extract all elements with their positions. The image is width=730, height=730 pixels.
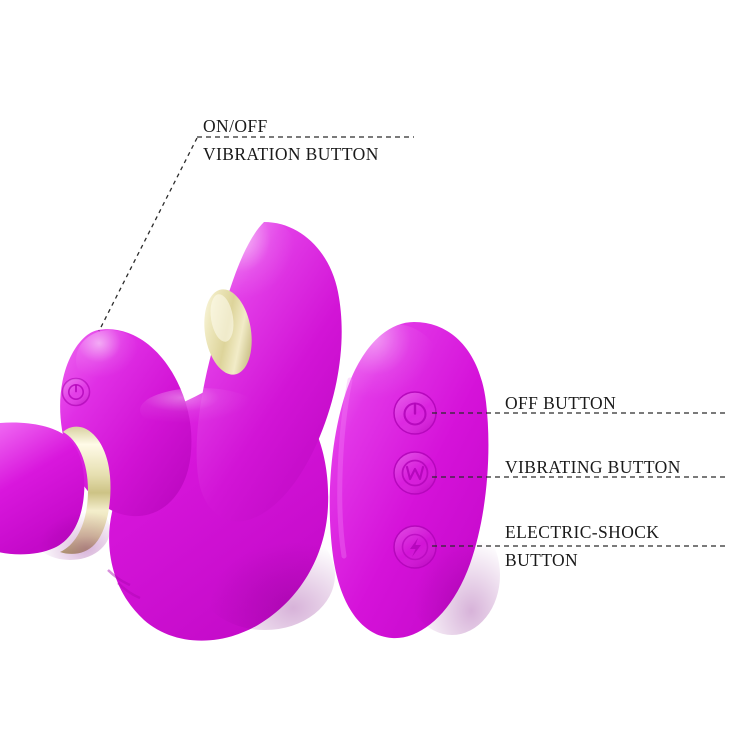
remote-wave-button[interactable] — [393, 451, 437, 495]
callout-off-button: OFF BUTTON — [505, 393, 617, 413]
remote-edge-highlight — [337, 377, 353, 559]
wave-w-icon — [405, 465, 425, 481]
vibrator-body — [0, 216, 342, 641]
remote-power-button[interactable] — [393, 391, 437, 435]
lobe-gloss — [76, 330, 144, 390]
body-seam-mark-2 — [117, 582, 141, 600]
tail-shade — [30, 500, 110, 560]
head-gloss — [210, 216, 302, 320]
remote-control — [329, 322, 500, 639]
wave-w-icon-ring — [401, 459, 429, 487]
callout-electric-shock-line2: BUTTON — [505, 550, 579, 570]
body-seam-mark-1 — [107, 569, 131, 587]
lightning-icon — [410, 538, 421, 557]
body-power-button[interactable] — [61, 377, 91, 407]
leader-on-off-diagonal — [98, 137, 198, 332]
remote-bolt-button[interactable] — [393, 525, 437, 569]
callout-vibrating-button: VIBRATING BUTTON — [505, 457, 681, 477]
callout-on-off-line2: VIBRATION BUTTON — [203, 144, 379, 164]
callout-electric-shock-line1: ELECTRIC-SHOCK — [505, 522, 660, 542]
lower-arm-gloss — [140, 388, 260, 432]
lightning-icon-ring — [401, 533, 429, 561]
lower-arm-shade — [195, 520, 335, 630]
callout-on-off-line1: ON/OFF — [203, 116, 268, 136]
leader-lines — [98, 136, 726, 547]
